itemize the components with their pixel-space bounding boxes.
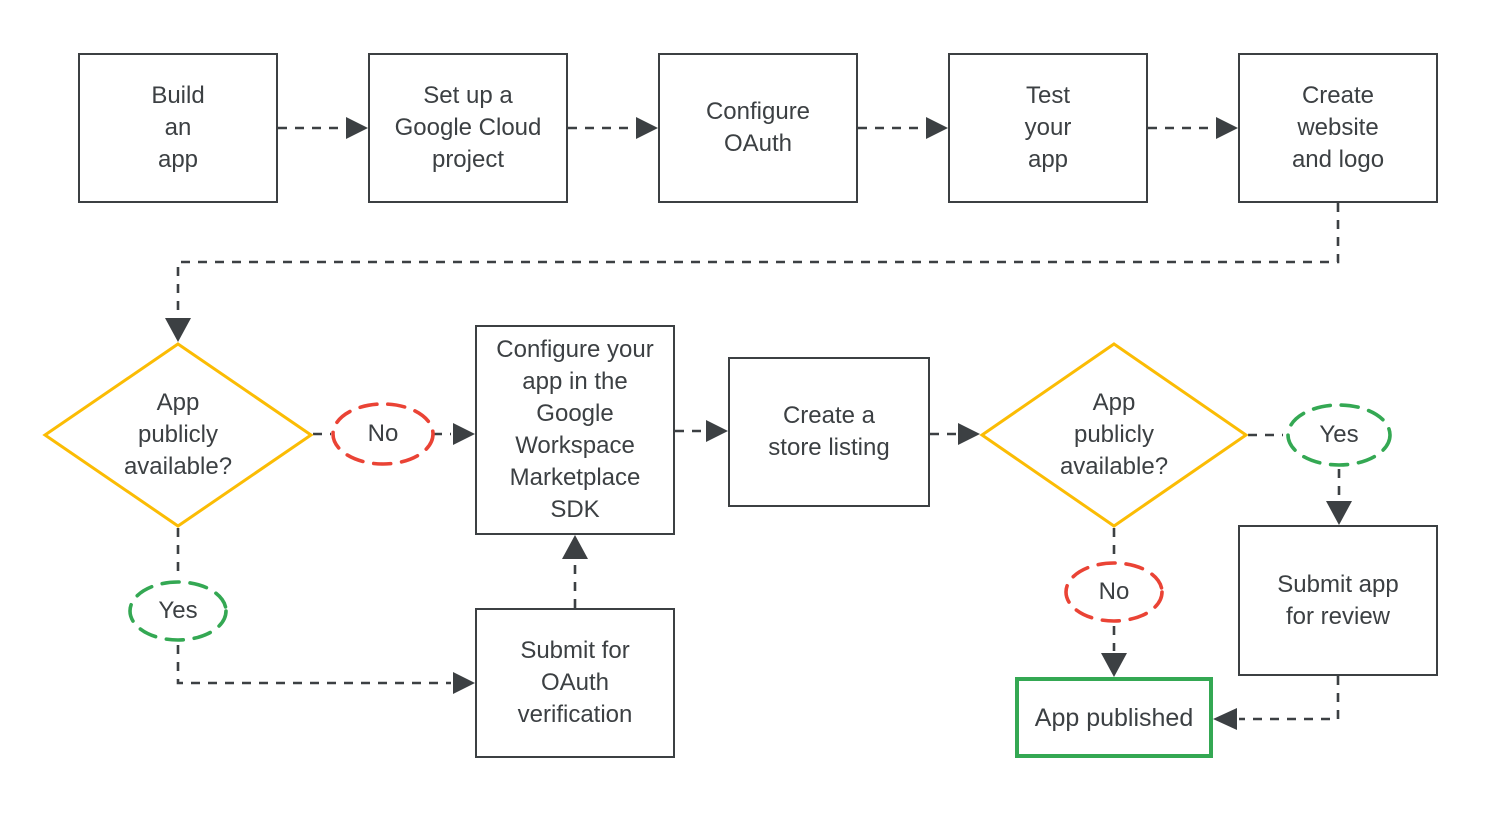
- arrowhead: [706, 420, 728, 442]
- node-label: Test your app: [1024, 82, 1072, 173]
- arrowhead: [453, 423, 475, 445]
- node-label: Yes: [158, 597, 198, 624]
- arrowhead: [562, 535, 588, 559]
- node-label: Set up a Google Cloud project: [394, 82, 542, 173]
- arrowhead: [1101, 653, 1127, 677]
- label-no-branch-2: No: [1063, 559, 1165, 625]
- node-test-your-app: Test your app: [948, 53, 1148, 203]
- node-configure-marketplace-sdk: Configure your app in the Google Workspa…: [475, 325, 675, 535]
- node-submit-oauth-verification: Submit for OAuth verification: [475, 608, 675, 758]
- node-label: Submit app for review: [1277, 570, 1399, 630]
- node-label: App publicly available?: [1059, 389, 1169, 480]
- arrowhead: [958, 423, 980, 445]
- arrowhead: [636, 117, 658, 139]
- node-setup-google-cloud-project: Set up a Google Cloud project: [368, 53, 568, 203]
- node-label: Configure your app in the Google Workspa…: [496, 336, 654, 523]
- label-yes-branch-2: Yes: [1285, 401, 1393, 469]
- node-label: Yes: [1319, 421, 1359, 448]
- node-submit-app-for-review: Submit app for review: [1238, 525, 1438, 676]
- node-decision-app-publicly-available-2: App publicly available?: [979, 342, 1249, 528]
- arrowhead: [1216, 117, 1238, 139]
- node-label: App publicly available?: [123, 389, 233, 480]
- arrowhead: [453, 672, 475, 694]
- connector-website-to-decision1: [176, 203, 1340, 316]
- arrowhead: [346, 117, 368, 139]
- node-app-published: App published: [1015, 677, 1213, 758]
- arrowhead: [1213, 708, 1237, 730]
- label-yes-branch-1: Yes: [126, 578, 230, 644]
- node-decision-app-publicly-available-1: App publicly available?: [42, 342, 314, 528]
- dashed-ellipse: [331, 402, 435, 466]
- node-label: Submit for OAuth verification: [517, 637, 633, 728]
- dashed-ellipse: [128, 580, 228, 642]
- label-no-branch-1: No: [329, 400, 437, 468]
- arrowhead: [926, 117, 948, 139]
- node-label: No: [367, 420, 399, 447]
- diamond-shape: [42, 342, 314, 528]
- node-create-store-listing: Create a store listing: [728, 357, 930, 507]
- node-label: App published: [1034, 703, 1194, 732]
- arrowhead: [165, 318, 191, 342]
- node-label: Create website and logo: [1291, 82, 1385, 173]
- node-label: Create a store listing: [768, 402, 890, 461]
- node-label: Configure OAuth: [705, 98, 811, 157]
- diamond-shape: [979, 342, 1249, 528]
- node-create-website-and-logo: Create website and logo: [1238, 53, 1438, 203]
- node-label: Build an app: [151, 82, 205, 173]
- arrowhead: [1326, 501, 1352, 525]
- dashed-ellipse: [1064, 561, 1164, 623]
- dashed-ellipse: [1286, 403, 1392, 467]
- connector-review-to-published: [1239, 676, 1340, 721]
- node-configure-oauth: Configure OAuth: [658, 53, 858, 203]
- node-label: No: [1098, 578, 1130, 605]
- node-build-app: Build an app: [78, 53, 278, 203]
- connector-yes-to-submit-oauth: [176, 645, 451, 685]
